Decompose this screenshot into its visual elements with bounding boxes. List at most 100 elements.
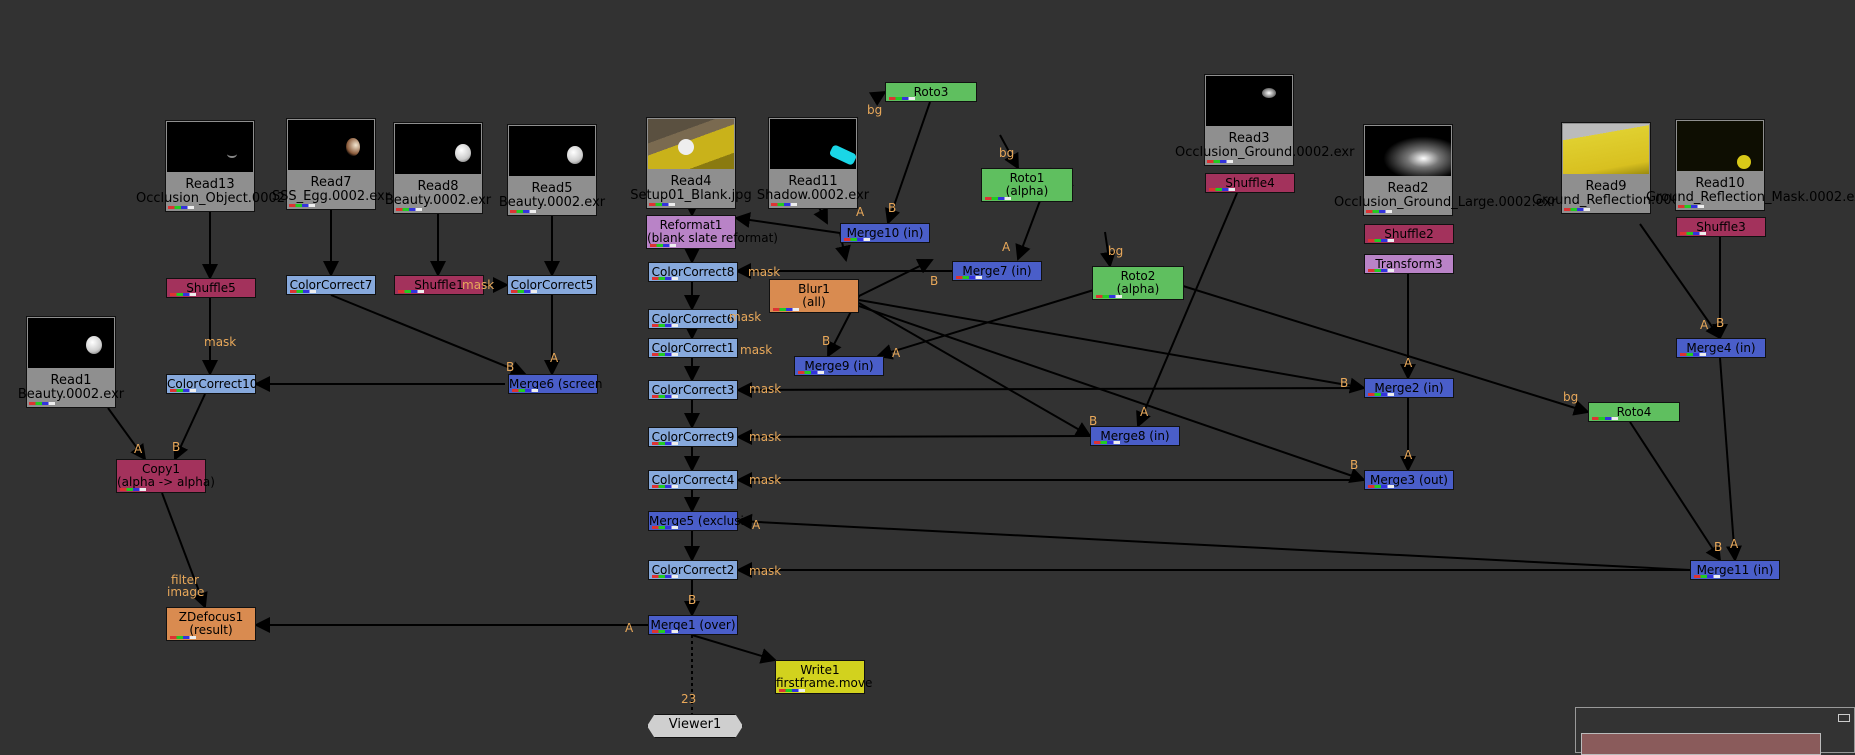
merge2-label: Merge2 (in) [1374, 380, 1444, 395]
roto2-node[interactable]: Roto2(alpha) [1092, 266, 1184, 300]
wire[interactable] [330, 294, 527, 377]
shuffle1-node[interactable]: Shuffle1 [394, 275, 484, 295]
colorcorrect4-node[interactable]: ColorCorrect4 [648, 470, 738, 490]
read1-thumbnail [28, 318, 114, 368]
wire-label-a: A [550, 351, 559, 365]
read4-label: Read4 [670, 174, 712, 189]
zdefocus1-node[interactable]: ZDefocus1(result) [166, 607, 256, 641]
read13-thumbnail [167, 122, 253, 172]
merge11-node[interactable]: Merge11 (in) [1690, 560, 1780, 580]
wire[interactable] [736, 428, 1091, 445]
wire[interactable] [736, 513, 1691, 571]
read8-label: Read8 [417, 179, 459, 194]
colorcorrect3-node[interactable]: ColorCorrect3 [648, 380, 738, 400]
roto2-sub: (alpha) [1116, 282, 1160, 296]
read5-thumbnail [509, 126, 595, 176]
wire-label-mask: mask [749, 564, 782, 578]
wire-label-frames: 23 [681, 692, 697, 706]
colorcorrect9-label: ColorCorrect9 [651, 429, 735, 444]
merge7-node[interactable]: Merge7 (in) [952, 261, 1042, 281]
colorcorrect6-label: ColorCorrect6 [651, 311, 735, 326]
wire[interactable] [1719, 357, 1742, 562]
wire[interactable] [1629, 421, 1722, 562]
transform3-node[interactable]: Transform3 [1364, 254, 1454, 274]
merge5-node[interactable]: Merge5 (exclusio [648, 511, 751, 531]
merge2-node[interactable]: Merge2 (in) [1364, 378, 1454, 398]
colorcorrect10-node[interactable]: ColorCorrect10 [166, 374, 257, 394]
wire-label-b: B [930, 274, 939, 288]
wire[interactable] [858, 299, 1366, 394]
reformat1-node[interactable]: Reformat1(blank slate reformat) [646, 215, 778, 249]
merge11-label: Merge11 (in) [1696, 562, 1774, 577]
read2-node[interactable]: Read2 Occlusion_Ground_Large.0002.exr [1334, 124, 1557, 216]
viewer1-node[interactable]: Viewer1 [647, 714, 743, 738]
wire-label-b: B [1716, 316, 1725, 330]
colorcorrect9-node[interactable]: ColorCorrect9 [648, 427, 738, 447]
wire[interactable] [1136, 192, 1238, 428]
colorcorrect2-node[interactable]: ColorCorrect2 [648, 560, 738, 580]
colorcorrect6-node[interactable]: ColorCorrect6 [648, 309, 738, 329]
transform3-label: Transform3 [1375, 256, 1443, 271]
colorcorrect8-node[interactable]: ColorCorrect8 [648, 262, 738, 282]
read10-node[interactable]: Read10 Ground_Reflection_Mask.0002.exr [1646, 119, 1855, 211]
wire[interactable] [691, 634, 777, 664]
colorcorrect5-node[interactable]: ColorCorrect5 [507, 275, 597, 295]
read7-label: Read7 [310, 175, 352, 190]
wire[interactable] [858, 259, 934, 297]
merge8-node[interactable]: Merge8 (in) [1090, 426, 1180, 446]
colorcorrect7-node[interactable]: ColorCorrect7 [286, 275, 376, 295]
wire-label-image: image [167, 585, 205, 599]
wire-label-a: A [892, 346, 901, 360]
read8-file: Beauty.0002.exr [384, 193, 492, 208]
wire[interactable] [858, 302, 1092, 437]
read5-node[interactable]: Read5 Beauty.0002.exr [499, 124, 605, 216]
merge6-node[interactable]: Merge6 (screen [508, 374, 602, 394]
read4-channel-bar [649, 203, 675, 206]
read1-node[interactable]: Read1 Beauty.0002.exr [18, 316, 124, 408]
merge1-label: Merge1 (over) [650, 617, 736, 632]
shuffle3-node[interactable]: Shuffle3 [1676, 217, 1766, 237]
copy1-node[interactable]: Copy1(alpha -> alpha) [116, 459, 215, 493]
shuffle4-node[interactable]: Shuffle4 [1205, 173, 1295, 193]
shuffle2-node[interactable]: Shuffle2 [1364, 224, 1454, 244]
roto1-node[interactable]: Roto1(alpha) [981, 168, 1073, 202]
merge9-label: Merge9 (in) [804, 358, 874, 373]
merge3-node[interactable]: Merge3 (out) [1364, 470, 1454, 490]
merge1-node[interactable]: Merge1 (over) [648, 615, 738, 635]
read11-file: Shadow.0002.exr [756, 188, 870, 203]
merge9-node[interactable]: Merge9 (in) [794, 356, 884, 376]
wire[interactable] [868, 90, 887, 107]
blur1-node[interactable]: Blur1(all) [769, 279, 859, 313]
merge10-node[interactable]: Merge10 (in) [840, 223, 930, 243]
read8-node[interactable]: Read8 Beauty.0002.exr [385, 122, 491, 214]
wire-label-a: A [856, 205, 865, 219]
shuffle1-label: Shuffle1 [414, 277, 464, 292]
colorcorrect1-node[interactable]: ColorCorrect1 [648, 338, 738, 358]
read8-thumbnail [395, 124, 481, 174]
roto3-node[interactable]: Roto3 [885, 82, 977, 102]
read9-node[interactable]: Read9 Ground_Reflection.0002.exr [1532, 122, 1713, 214]
merge4-node[interactable]: Merge4 (in) [1676, 338, 1766, 358]
shuffle5-node[interactable]: Shuffle5 [166, 278, 256, 298]
read13-node[interactable]: Read13 Occlusion_Object.0002.exr [136, 120, 310, 212]
zdefocus1-label: ZDefocus1 [178, 610, 244, 624]
read11-node[interactable]: Read11 Shadow.0002.exr [757, 117, 869, 209]
wire[interactable] [858, 305, 1366, 484]
read11-label: Read11 [788, 174, 838, 189]
wire-label-mask: mask [749, 430, 782, 444]
wire[interactable] [736, 381, 1365, 398]
roto4-node[interactable]: Roto4 [1588, 402, 1680, 422]
read9-file: Ground_Reflection.0002.exr [1532, 193, 1714, 208]
read4-node[interactable]: Read4 Setup01_Blank.jpg [630, 117, 752, 209]
colorcorrect7-label: ColorCorrect7 [289, 277, 373, 292]
wire-label-bg: bg [867, 103, 883, 117]
panel-minimize-icon[interactable] [1838, 714, 1850, 722]
wire[interactable] [876, 284, 1111, 360]
viewer-panel-corner[interactable] [1575, 707, 1855, 755]
read3-node[interactable]: Read3 Occlusion_Ground.0002.exr [1175, 74, 1354, 166]
colorcorrect1-label: ColorCorrect1 [651, 340, 735, 355]
read7-thumbnail [288, 120, 374, 170]
read7-node[interactable]: Read7 SSS_Egg.0002.exr [272, 118, 390, 210]
